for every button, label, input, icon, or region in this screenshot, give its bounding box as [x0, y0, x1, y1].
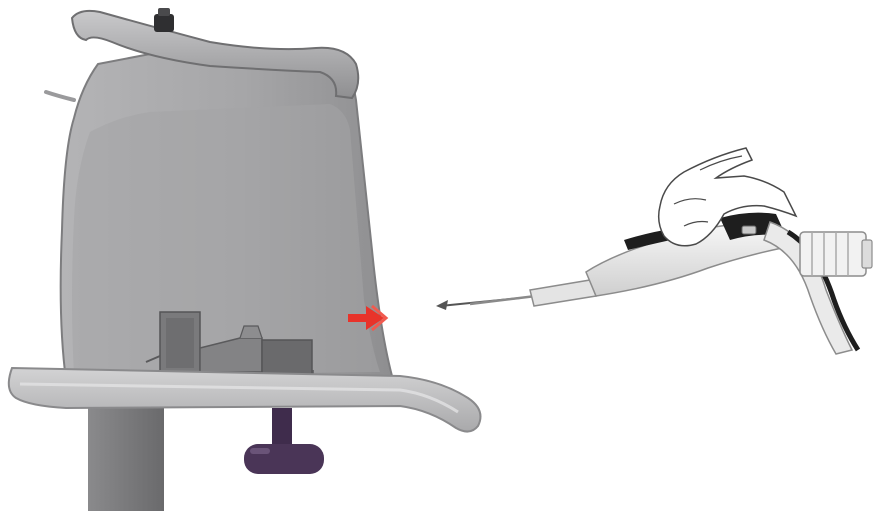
base-tray — [9, 368, 481, 432]
top-knob-icon — [154, 8, 174, 32]
device-console-icon — [9, 8, 481, 511]
cable — [46, 92, 74, 100]
adjustment-knob-icon — [244, 408, 324, 474]
stand-post — [88, 405, 164, 511]
handpiece-shaft — [470, 296, 536, 304]
console-facet — [72, 104, 380, 374]
cartridge-icon — [800, 232, 872, 276]
